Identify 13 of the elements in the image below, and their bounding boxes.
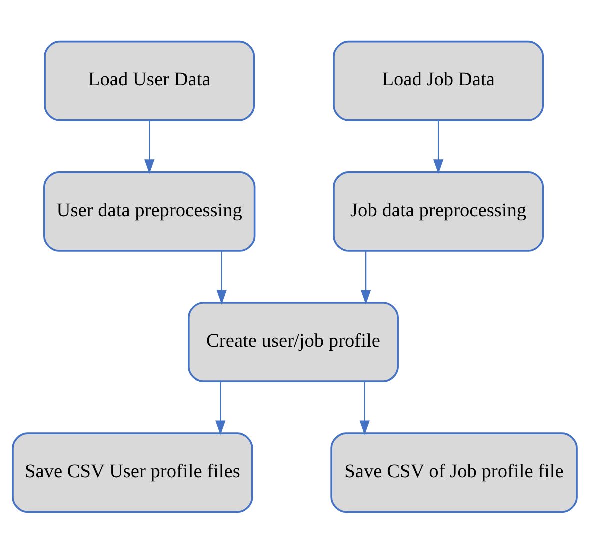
node-box: Load User Data [44, 40, 256, 122]
node-box: Load Job Data [333, 40, 544, 122]
node-box: Create user/job profile [188, 302, 399, 382]
arrow [360, 382, 370, 436]
node-box: User data preprocessing [44, 172, 256, 252]
arrow [360, 251, 372, 305]
node-box: Job data preprocessing [333, 172, 544, 252]
node-box: Save CSV of Job profile file [330, 432, 578, 514]
arrow [434, 120, 444, 174]
node-box: Save CSV User profile files [12, 432, 254, 514]
arrow [216, 251, 227, 305]
arrow [216, 382, 226, 436]
arrow [144, 120, 155, 174]
